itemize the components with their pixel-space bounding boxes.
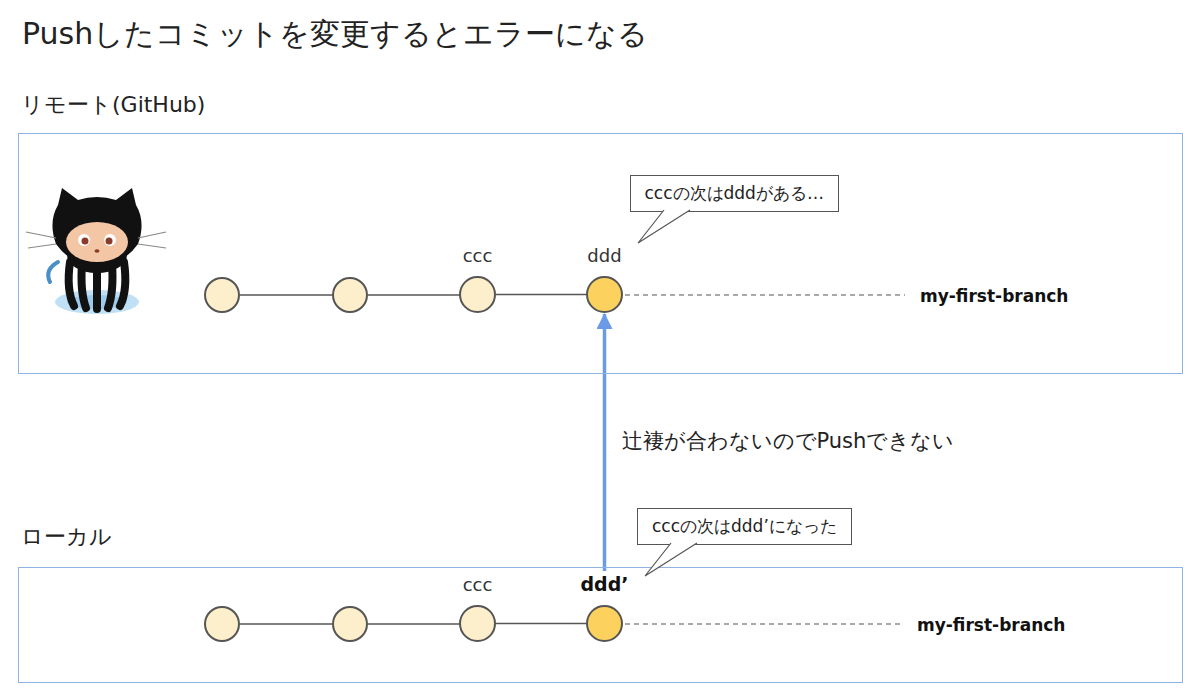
- commit-node: ddd: [586, 245, 623, 313]
- panel-heading: ローカル: [21, 522, 112, 552]
- commit-label: ccc: [463, 574, 493, 595]
- commit-circle: [586, 276, 623, 313]
- branch-name: my-first-branch: [917, 615, 1065, 635]
- callout-text: cccの次はdddがある…: [645, 182, 824, 205]
- commit-circle: [459, 605, 496, 642]
- commit-node: ccc: [459, 574, 496, 642]
- commit-label: ddd’: [580, 573, 628, 595]
- connector: [496, 294, 586, 296]
- commit-label: ddd: [587, 245, 621, 266]
- edge-label: 辻褄が合わないのでPushできない: [619, 426, 958, 456]
- connector: [603, 314, 607, 571]
- title: Pushしたコミットを変更するとエラーになる: [22, 14, 648, 55]
- octocat: [26, 188, 166, 314]
- commit-history: [205, 607, 902, 641]
- commit-node: ddd’: [580, 573, 628, 642]
- callout-tail: [637, 543, 707, 579]
- panel-region: リモート(GitHub)cccdddcccの次はdddがある…: [18, 133, 1183, 374]
- commit-node: ccc: [459, 245, 496, 313]
- panel-heading: リモート(GitHub): [21, 90, 205, 120]
- callout-box: cccの次はddd’になった: [637, 508, 852, 545]
- callout-box: cccの次はdddがある…: [630, 175, 839, 212]
- commit-label: ccc: [463, 245, 493, 266]
- branch-name: my-first-branch: [920, 286, 1068, 306]
- commit-history: [205, 278, 905, 312]
- callout-tail: [630, 210, 700, 246]
- commit-circle: [459, 276, 496, 313]
- callout-text: cccの次はddd’になった: [652, 515, 837, 538]
- commit-circle: [586, 605, 623, 642]
- connector: [496, 623, 586, 625]
